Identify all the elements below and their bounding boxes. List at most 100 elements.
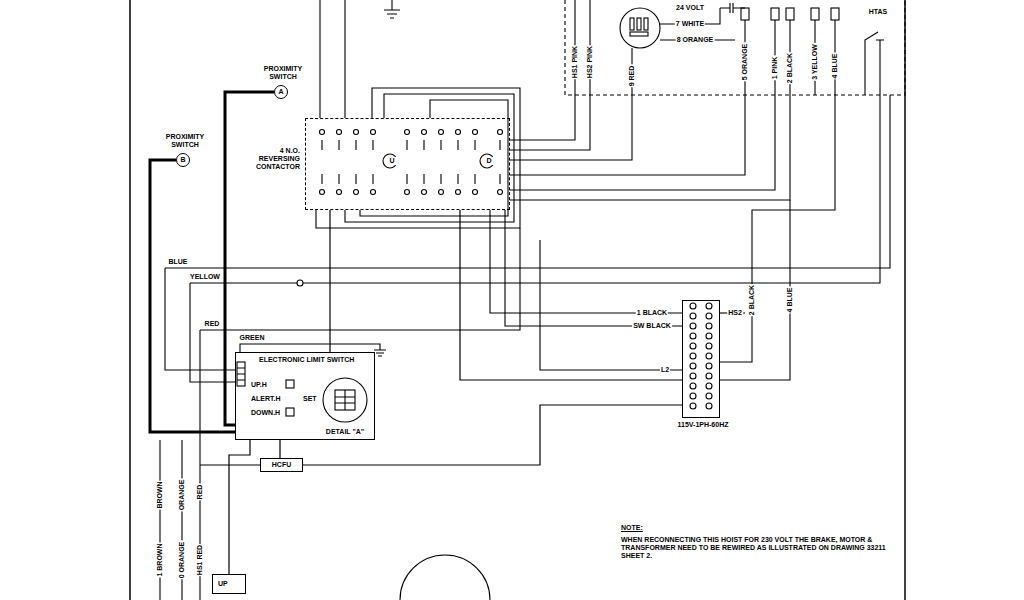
terminal-screws <box>690 403 696 409</box>
wire-label: BROWN <box>156 480 164 509</box>
top-wire <box>320 0 400 118</box>
wire-label: ORANGE <box>178 479 186 512</box>
motor-transformer-box <box>620 8 660 48</box>
wire-label: 1 BROWN <box>156 542 164 577</box>
terminal-screws <box>690 393 696 399</box>
wire-label: 24 VOLT <box>675 4 705 12</box>
contactor-contacts <box>456 190 461 195</box>
wire-label: SW BLACK <box>632 322 672 330</box>
contactor-contacts <box>422 130 427 135</box>
colored-wire <box>165 95 890 600</box>
component-label: ELECTRONIC LIMIT SWITCH <box>258 356 355 364</box>
limit-switch-detail <box>237 368 245 380</box>
wire-connector <box>460 210 682 380</box>
contactor-contacts <box>405 190 410 195</box>
contactor-wire <box>510 95 790 200</box>
contactor-wire <box>316 88 790 370</box>
note-text: WHEN RECONNECTING THIS HOIST FOR 230 VOL… <box>620 536 894 560</box>
contactor-contacts <box>337 130 342 135</box>
terminal-screws <box>690 303 712 409</box>
colored-wire <box>303 95 880 283</box>
wire-connector <box>225 92 274 425</box>
pendant-wire <box>200 464 260 465</box>
component-label: PROXIMITY SWITCH <box>257 65 309 81</box>
limit-switch-detail <box>286 408 294 416</box>
terminal-screws <box>706 353 712 359</box>
contactor-contacts <box>498 190 503 195</box>
terminal-screws <box>690 333 696 339</box>
contactor-contacts <box>320 130 503 195</box>
motor-transformer-box <box>575 0 835 95</box>
terminal-screws <box>690 373 696 379</box>
terminal-wire <box>720 200 790 380</box>
top-wire <box>384 0 400 18</box>
top-wire <box>344 0 345 118</box>
contactor-wire <box>510 95 575 140</box>
contactor-contacts <box>480 154 494 168</box>
top-wire <box>319 0 320 118</box>
wire-label: 0 ORANGE <box>178 541 186 580</box>
component-text: SET <box>302 395 318 403</box>
wire-label: HS1 RED <box>196 544 204 576</box>
wire-label: GREEN <box>239 334 266 342</box>
contactor-contacts <box>439 130 444 135</box>
motor-transformer-box <box>865 32 884 95</box>
contactor-contacts <box>322 174 500 184</box>
colored-wire <box>190 283 235 382</box>
wire-label: 5 ORANGE <box>741 43 749 82</box>
limit-switch-detail <box>237 362 245 386</box>
limit-switch-box: ELECTRONIC LIMIT SWITCHUP.HALERT.HDOWN.H… <box>235 352 375 440</box>
wire-connector <box>329 210 330 352</box>
terminal-wire <box>720 95 835 362</box>
component-label: HTAS <box>868 8 889 16</box>
wire-label: YELLOW <box>189 273 221 281</box>
contactor-contacts <box>498 130 503 135</box>
component-text: B <box>177 154 189 165</box>
contactor-wire <box>490 210 682 313</box>
component-label: 4 N.O. REVERSING CONTACTOR <box>241 147 301 171</box>
terminal-screws <box>706 363 712 369</box>
terminal-label: L2 <box>660 366 670 374</box>
component-text: A <box>275 86 287 97</box>
detail-label: DETAIL "A" <box>325 428 365 436</box>
colored-wire <box>165 95 890 268</box>
wire-label: 2 BLACK <box>786 52 794 84</box>
wire-label: HS2 PINK <box>586 45 594 79</box>
wire-label: HS1 PINK <box>571 45 579 79</box>
terminal-screws <box>706 383 712 389</box>
limit-switch-detail <box>335 390 355 410</box>
contactor-contacts <box>337 190 342 195</box>
contactor-contacts <box>473 130 478 135</box>
terminal-screws <box>706 303 712 309</box>
motor-transformer-box <box>831 8 839 20</box>
reversing-contactor: 4 N.O. REVERSING CONTACTORUD <box>305 118 510 210</box>
terminal-label: HS2 <box>727 309 743 317</box>
contactor-contacts <box>456 130 461 135</box>
terminal-block: 115V-1PH-60HZ <box>682 300 720 418</box>
wire-label: 3 YELLOW <box>811 43 819 81</box>
colored-wire <box>190 282 297 283</box>
wire-label: 4 BLUE <box>831 53 839 80</box>
terminal-screws <box>690 313 696 319</box>
proximity-switch: PROXIMITY SWITCHB <box>176 153 190 167</box>
terminal-wire <box>720 95 835 380</box>
limit-switch-detail <box>286 380 294 388</box>
proximity-switch: PROXIMITY SWITCHA <box>274 85 288 99</box>
limit-switch-detail <box>237 362 367 422</box>
contactor-wire <box>316 88 520 228</box>
wire-label: RED <box>204 320 221 328</box>
wire-connector <box>303 405 682 465</box>
colored-wire <box>297 280 303 286</box>
terminal-screws <box>706 403 712 409</box>
component-text: DOWN.H <box>250 409 281 417</box>
contactor-contacts <box>405 130 410 135</box>
contactor-contacts <box>473 190 478 195</box>
motor-transformer-box <box>630 32 648 36</box>
frame-line <box>904 0 906 600</box>
terminal-screws <box>706 393 712 399</box>
fuse-symbol: HCFU <box>260 458 303 472</box>
component-label: PROXIMITY SWITCH <box>159 133 211 149</box>
contactor-wire <box>345 94 514 222</box>
